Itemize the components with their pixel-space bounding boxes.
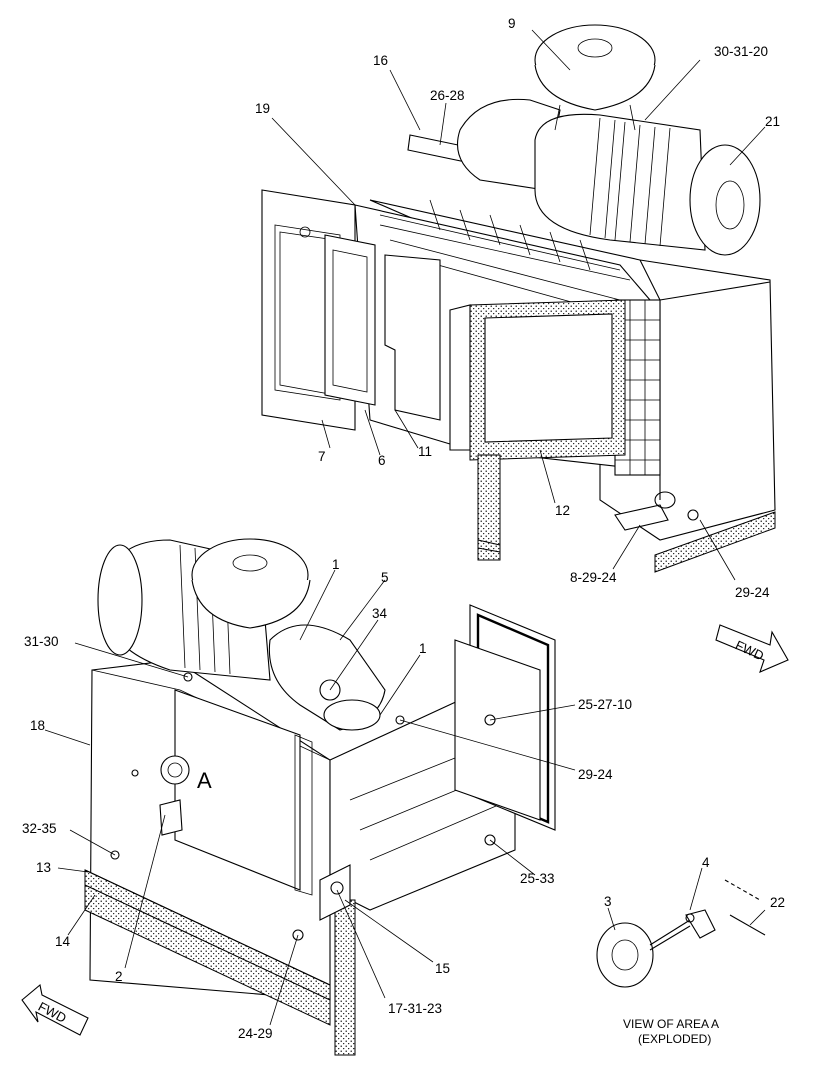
callout-32-35: 32-35 — [22, 821, 57, 836]
callout-18: 18 — [30, 718, 45, 733]
area-a-label: A — [197, 768, 212, 793]
fwd-arrow-bottom: FWD — [21, 983, 89, 1036]
callout-31-30: 31-30 — [24, 634, 59, 649]
callout-34: 34 — [372, 606, 388, 621]
callout-4: 4 — [702, 855, 710, 870]
callout-29-24-top: 29-24 — [735, 585, 770, 600]
exploded-view-area-a — [596, 879, 766, 988]
callout-16: 16 — [373, 53, 388, 68]
callout-5: 5 — [381, 570, 389, 585]
callout-2: 2 — [115, 969, 123, 984]
bottom-panel-back — [454, 604, 556, 831]
callout-17-31-23: 17-31-23 — [388, 1001, 442, 1016]
callout-25-27-10: 25-27-10 — [578, 697, 632, 712]
callout-1-left: 1 — [332, 557, 340, 572]
callout-15: 15 — [435, 961, 450, 976]
precleaner-cap-bottom — [191, 538, 311, 629]
callout-26-28: 26-28 — [430, 88, 465, 103]
air-filter-top — [534, 113, 761, 256]
precleaner-cap-top — [534, 24, 656, 131]
callout-22: 22 — [770, 895, 785, 910]
callout-7: 7 — [318, 449, 326, 464]
callout-12: 12 — [555, 503, 570, 518]
callout-11: 11 — [418, 444, 432, 459]
callout-29-24-mid: 29-24 — [578, 767, 613, 782]
callout-30-31-20: 30-31-20 — [714, 44, 768, 59]
callout-21: 21 — [765, 114, 780, 129]
view-caption-line1: VIEW OF AREA A — [623, 1017, 719, 1031]
leader-lines — [44, 29, 766, 1026]
callout-19: 19 — [255, 101, 270, 116]
callout-labels: 9 16 30-31-20 26-28 19 21 7 6 11 12 8-29… — [22, 16, 785, 1046]
callout-1-right: 1 — [419, 641, 427, 656]
callout-8-29-24: 8-29-24 — [570, 570, 617, 585]
door-frame-12 — [449, 299, 626, 461]
callout-24-29: 24-29 — [238, 1026, 273, 1041]
callout-14: 14 — [55, 934, 71, 949]
fwd-arrow-top: FWD — [715, 624, 789, 673]
callout-13: 13 — [36, 860, 51, 875]
callout-6: 6 — [378, 453, 386, 468]
fwd-label-bottom: FWD — [36, 999, 69, 1026]
callout-25-33: 25-33 — [520, 871, 555, 886]
top-assembly — [261, 24, 776, 573]
view-caption-line2: (EXPLODED) — [638, 1032, 711, 1046]
callout-9: 9 — [508, 16, 516, 31]
bottom-assembly — [84, 538, 556, 1056]
callout-3: 3 — [604, 894, 612, 909]
